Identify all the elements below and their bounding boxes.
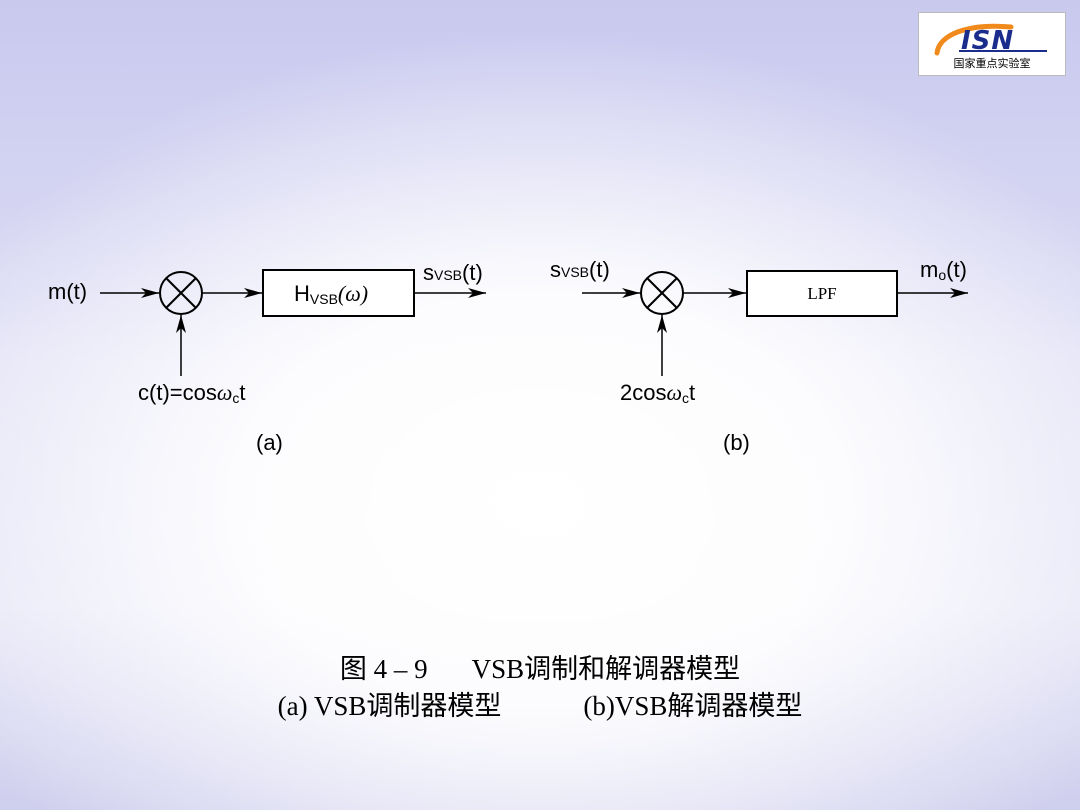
demodulator-diagram: sVSB(t) LPF mo(t) 2cosωct (b) <box>550 257 968 455</box>
modulator-output-label: sVSB(t) <box>423 260 483 285</box>
modulator-input-label: m(t) <box>48 279 87 304</box>
isn-logo-mark: ISN <box>934 23 1047 56</box>
logo-lab-name: 国家重点实验室 <box>953 57 1031 70</box>
demodulator-input-label: sVSB(t) <box>550 257 610 282</box>
modulator-carrier-label: c(t)=cosωct <box>138 380 246 406</box>
figure-number: 图 4 – 9 <box>339 654 428 684</box>
modulator-caption-label: (a) <box>256 430 283 455</box>
demodulator-carrier-label: 2cosωct <box>620 380 695 406</box>
modulator-diagram: m(t) HVSB(ω) sVSB(t) c(t)=cosωct (a) <box>48 260 486 455</box>
subfigure-a-caption: (a) VSB调制器模型 <box>277 691 502 721</box>
modulator-multiplier <box>159 271 203 315</box>
subfigure-b-caption: (b)VSB解调器模型 <box>583 691 803 721</box>
lpf-label: LPF <box>807 284 836 303</box>
vsb-filter-label: HVSB(ω) <box>294 281 368 307</box>
isn-lab-logo: ISN 国家重点实验室 <box>918 12 1066 76</box>
logo-swoosh <box>934 23 1014 56</box>
figure-title: VSB调制和解调器模型 <box>471 654 741 684</box>
demodulator-multiplier <box>640 271 684 315</box>
figure-caption-title: 图 4 – 9 VSB调制和解调器模型 <box>0 647 1080 686</box>
figure-caption-subtitle: (a) VSB调制器模型 (b)VSB解调器模型 <box>0 684 1080 723</box>
demodulator-caption-label: (b) <box>723 430 750 455</box>
demodulator-output-label: mo(t) <box>920 257 967 283</box>
vsb-filter-box <box>262 269 415 317</box>
lpf-box <box>746 270 898 317</box>
